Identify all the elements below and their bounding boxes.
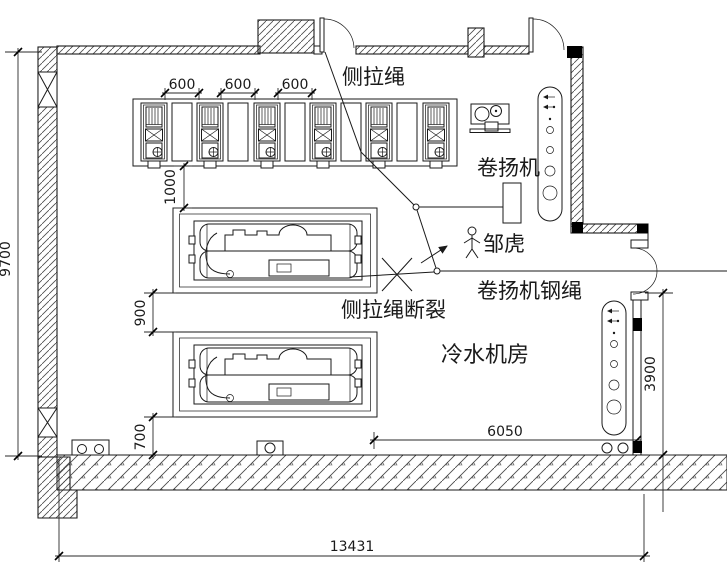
dim-text-600-1: 600 <box>169 77 196 93</box>
pump-spacer <box>227 102 249 162</box>
dim-text-900: 900 <box>133 300 149 327</box>
floor-fixtures <box>71 439 629 456</box>
rope-drop-line <box>416 209 437 269</box>
dim-9700: 9700 <box>0 47 42 461</box>
person-figure <box>463 226 481 259</box>
dim-13431: 13431 <box>54 459 650 562</box>
north-wall-pier <box>257 19 315 54</box>
dim-900: 900 <box>133 288 176 337</box>
south-wall <box>56 454 727 491</box>
pump-row-frame <box>132 98 458 167</box>
dim-text-6050: 6050 <box>487 424 523 440</box>
text-labels: 侧拉绳 卷扬机 邹虎 侧拉绳断裂 卷扬机钢绳 冷水机房 <box>341 65 582 368</box>
pump-unit <box>140 102 168 169</box>
rope-node <box>433 267 441 275</box>
door-swing-arc <box>323 18 355 49</box>
west-wall <box>37 46 58 458</box>
pump-unit <box>253 102 281 169</box>
north-wall-middle <box>355 45 469 55</box>
dim-text-9700: 9700 <box>0 241 14 277</box>
door-leaf <box>319 17 325 53</box>
pump-spacer <box>396 102 418 162</box>
label-winch: 卷扬机 <box>477 156 540 180</box>
break-cross <box>381 257 413 292</box>
dim-text-700: 700 <box>133 424 149 451</box>
chiller-unit-south <box>172 331 378 418</box>
pump-unit <box>422 102 450 169</box>
label-side-rope: 侧拉绳 <box>342 65 405 89</box>
dim-text-1000: 1000 <box>163 169 179 205</box>
door-leaf <box>528 17 534 53</box>
door-swing-arc <box>632 247 658 272</box>
pump-unit <box>196 102 224 169</box>
pump-spacer <box>284 102 306 162</box>
label-person-name: 邹虎 <box>483 232 525 256</box>
label-rope-broken: 侧拉绳断裂 <box>341 298 446 322</box>
pump-unit <box>309 102 337 169</box>
east-column-mid <box>633 318 642 331</box>
north-wall-right <box>483 45 530 55</box>
east-wall-corner-top <box>567 46 582 58</box>
dim-700: 700 <box>133 412 176 460</box>
dim-6050: 6050 <box>369 424 642 449</box>
dim-pump-spacing: 600 600 600 <box>160 77 317 100</box>
side-rope-line <box>324 51 417 208</box>
east-wall-upper <box>570 46 584 225</box>
pump-spacer <box>340 102 362 162</box>
dim-text-600-2: 600 <box>225 77 252 93</box>
north-wall-left <box>56 45 261 55</box>
pump-spacer <box>171 102 193 162</box>
north-door-left <box>319 17 355 53</box>
rope-node <box>412 203 420 211</box>
pull-direction-arrow <box>420 245 448 264</box>
label-room-name: 冷水机房 <box>441 343 529 368</box>
rope-lines <box>324 51 727 292</box>
walls <box>37 19 727 519</box>
manifold-south <box>601 300 627 436</box>
east-column-bottom <box>633 441 642 453</box>
dim-text-600-3: 600 <box>282 77 309 93</box>
east-double-door <box>630 239 658 301</box>
pump-unit <box>365 102 393 169</box>
chiller-unit-north <box>172 207 378 294</box>
north-column <box>467 27 485 58</box>
manifold-north <box>537 86 563 222</box>
winch-machine <box>469 103 511 133</box>
dim-1000: 1000 <box>163 161 192 213</box>
dim-text-13431: 13431 <box>330 539 375 555</box>
pump-row <box>132 98 458 169</box>
label-winch-steel-rope: 卷扬机钢绳 <box>477 279 582 303</box>
north-door-right <box>528 17 565 53</box>
dimensions: 600 600 600 1000 <box>0 47 673 562</box>
broken-rope-segment <box>349 271 435 278</box>
door-jamb <box>630 291 649 301</box>
door-jamb <box>630 239 649 249</box>
doors <box>319 17 658 301</box>
door-swing-arc <box>632 270 658 295</box>
winch-block <box>502 182 522 224</box>
dim-text-3900: 3900 <box>643 356 659 392</box>
door-swing-arc <box>532 18 565 51</box>
dim-3900: 3900 <box>643 288 673 512</box>
